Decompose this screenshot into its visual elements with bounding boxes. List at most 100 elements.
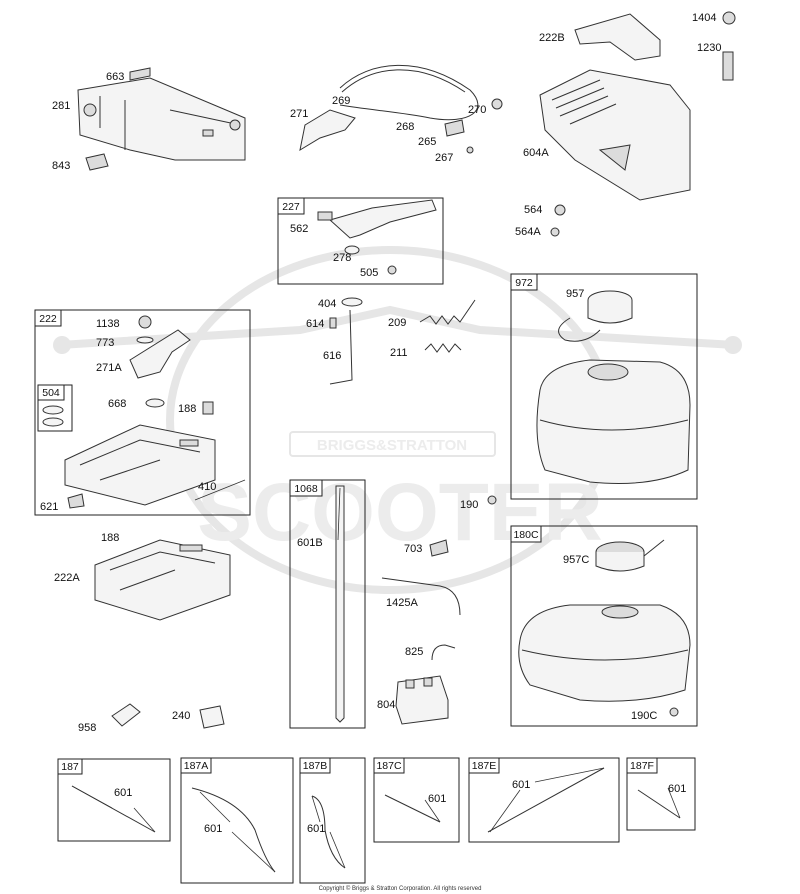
label-410: 410 [198, 481, 216, 493]
part-265-clamp [444, 119, 465, 137]
part-271-lever [299, 109, 356, 152]
part-180C-fuel-tank [518, 604, 691, 702]
label-773: 773 [96, 337, 114, 349]
label-270: 270 [468, 104, 486, 116]
part-211-spring [424, 343, 462, 353]
label-843: 843 [52, 160, 70, 172]
label-601B: 601B [297, 537, 323, 549]
watermark: BRIGGS&STRATTON SCOOTER [53, 246, 742, 594]
part-958-valve [111, 703, 141, 727]
part-621-clip [67, 493, 85, 509]
kit-box-187C-label: 187C [376, 760, 402, 772]
label-1425A: 1425A [386, 597, 418, 609]
label-278: 278 [333, 252, 351, 264]
label-190C: 190C [631, 710, 657, 722]
label-663: 663 [106, 71, 124, 83]
part-668-washer [145, 398, 165, 408]
part-616-lever [329, 309, 353, 385]
kit-box-187F [626, 757, 696, 831]
part-281-bracket [77, 77, 246, 161]
part-843-clip [85, 153, 109, 171]
label-601-187C: 601 [428, 793, 446, 805]
part-187A-hose [191, 787, 276, 873]
part-209-spring [419, 299, 476, 325]
kit-box-227-label: 227 [282, 201, 300, 213]
part-227-throttle-bracket [317, 199, 437, 275]
part-269-cable [339, 64, 479, 121]
kit-box-187A [180, 757, 294, 884]
label-616: 616 [323, 350, 341, 362]
part-1230-stud [722, 51, 734, 81]
part-270-nut [491, 98, 503, 110]
part-187C-hose [384, 794, 441, 823]
label-564: 564 [524, 204, 542, 216]
label-957: 957 [566, 288, 584, 300]
label-188-b: 188 [101, 532, 119, 544]
part-663-screw [129, 67, 151, 81]
label-621: 621 [40, 501, 58, 513]
label-211: 211 [390, 347, 408, 359]
label-601-187B: 601 [307, 823, 325, 835]
label-958: 958 [78, 722, 96, 734]
label-957C: 957C [563, 554, 589, 566]
label-601-187F: 601 [668, 783, 686, 795]
part-564A-nut [550, 227, 560, 237]
kit-box-972-label: 972 [515, 277, 533, 289]
part-190-screw [487, 495, 497, 505]
kit-box-187E [468, 757, 620, 843]
kit-box-187F-label: 187F [630, 760, 654, 772]
kit-box-187A-label: 187A [184, 760, 209, 772]
label-267: 267 [435, 152, 453, 164]
kit-box-222 [34, 309, 251, 516]
label-601-187: 601 [114, 787, 132, 799]
label-825: 825 [405, 646, 423, 658]
part-222A-control-plate [94, 539, 231, 621]
part-1425A-hose [381, 577, 461, 616]
label-564A: 564A [515, 226, 541, 238]
label-562: 562 [290, 223, 308, 235]
part-504-washer-b [42, 417, 64, 427]
kit-box-180C-label: 180C [513, 529, 539, 541]
part-825-elbow [431, 644, 456, 661]
kit-box-187C [373, 757, 460, 843]
part-972-fuel-tank [536, 359, 691, 484]
label-188-a: 188 [178, 403, 196, 415]
part-187F-hose [637, 789, 681, 819]
copyright-notice: Copyright © Briggs & Stratton Corporatio… [319, 885, 482, 892]
part-601B-dipstick [335, 485, 345, 723]
label-240: 240 [172, 710, 190, 722]
label-271A: 271A [96, 362, 122, 374]
label-271: 271 [290, 108, 308, 120]
part-240-filter [199, 705, 225, 729]
part-404-washer [341, 297, 363, 307]
label-505: 505 [360, 267, 378, 279]
label-1230: 1230 [697, 42, 721, 54]
part-1404-nut [722, 11, 736, 25]
label-601-187E: 601 [512, 779, 530, 791]
part-187E-hose [487, 767, 605, 833]
part-564-bolt [554, 204, 566, 216]
label-703: 703 [404, 543, 422, 555]
part-703-clip [429, 539, 449, 557]
kit-box-222-label: 222 [39, 313, 57, 325]
kit-box-187B [299, 757, 366, 884]
label-404: 404 [318, 298, 336, 310]
kit-box-504-label: 504 [42, 387, 60, 399]
kit-box-187 [57, 758, 171, 842]
part-957C-fuel-cap [595, 539, 665, 572]
label-269: 269 [332, 95, 350, 107]
part-190C-screw [669, 707, 679, 717]
kit-box-1068 [289, 479, 366, 729]
kit-box-180C [510, 525, 698, 727]
part-labels: 663 281 843 271 269 268 270 265 267 222B… [40, 12, 721, 835]
part-614-clip [329, 317, 337, 329]
part-604A-shroud [539, 69, 691, 201]
part-267-screw [466, 146, 474, 154]
part-187B-hose [311, 795, 346, 869]
label-668: 668 [108, 398, 126, 410]
part-504-washer-a [42, 405, 64, 415]
label-804: 804 [377, 699, 395, 711]
label-281: 281 [52, 100, 70, 112]
part-957-fuel-cap [558, 290, 633, 342]
